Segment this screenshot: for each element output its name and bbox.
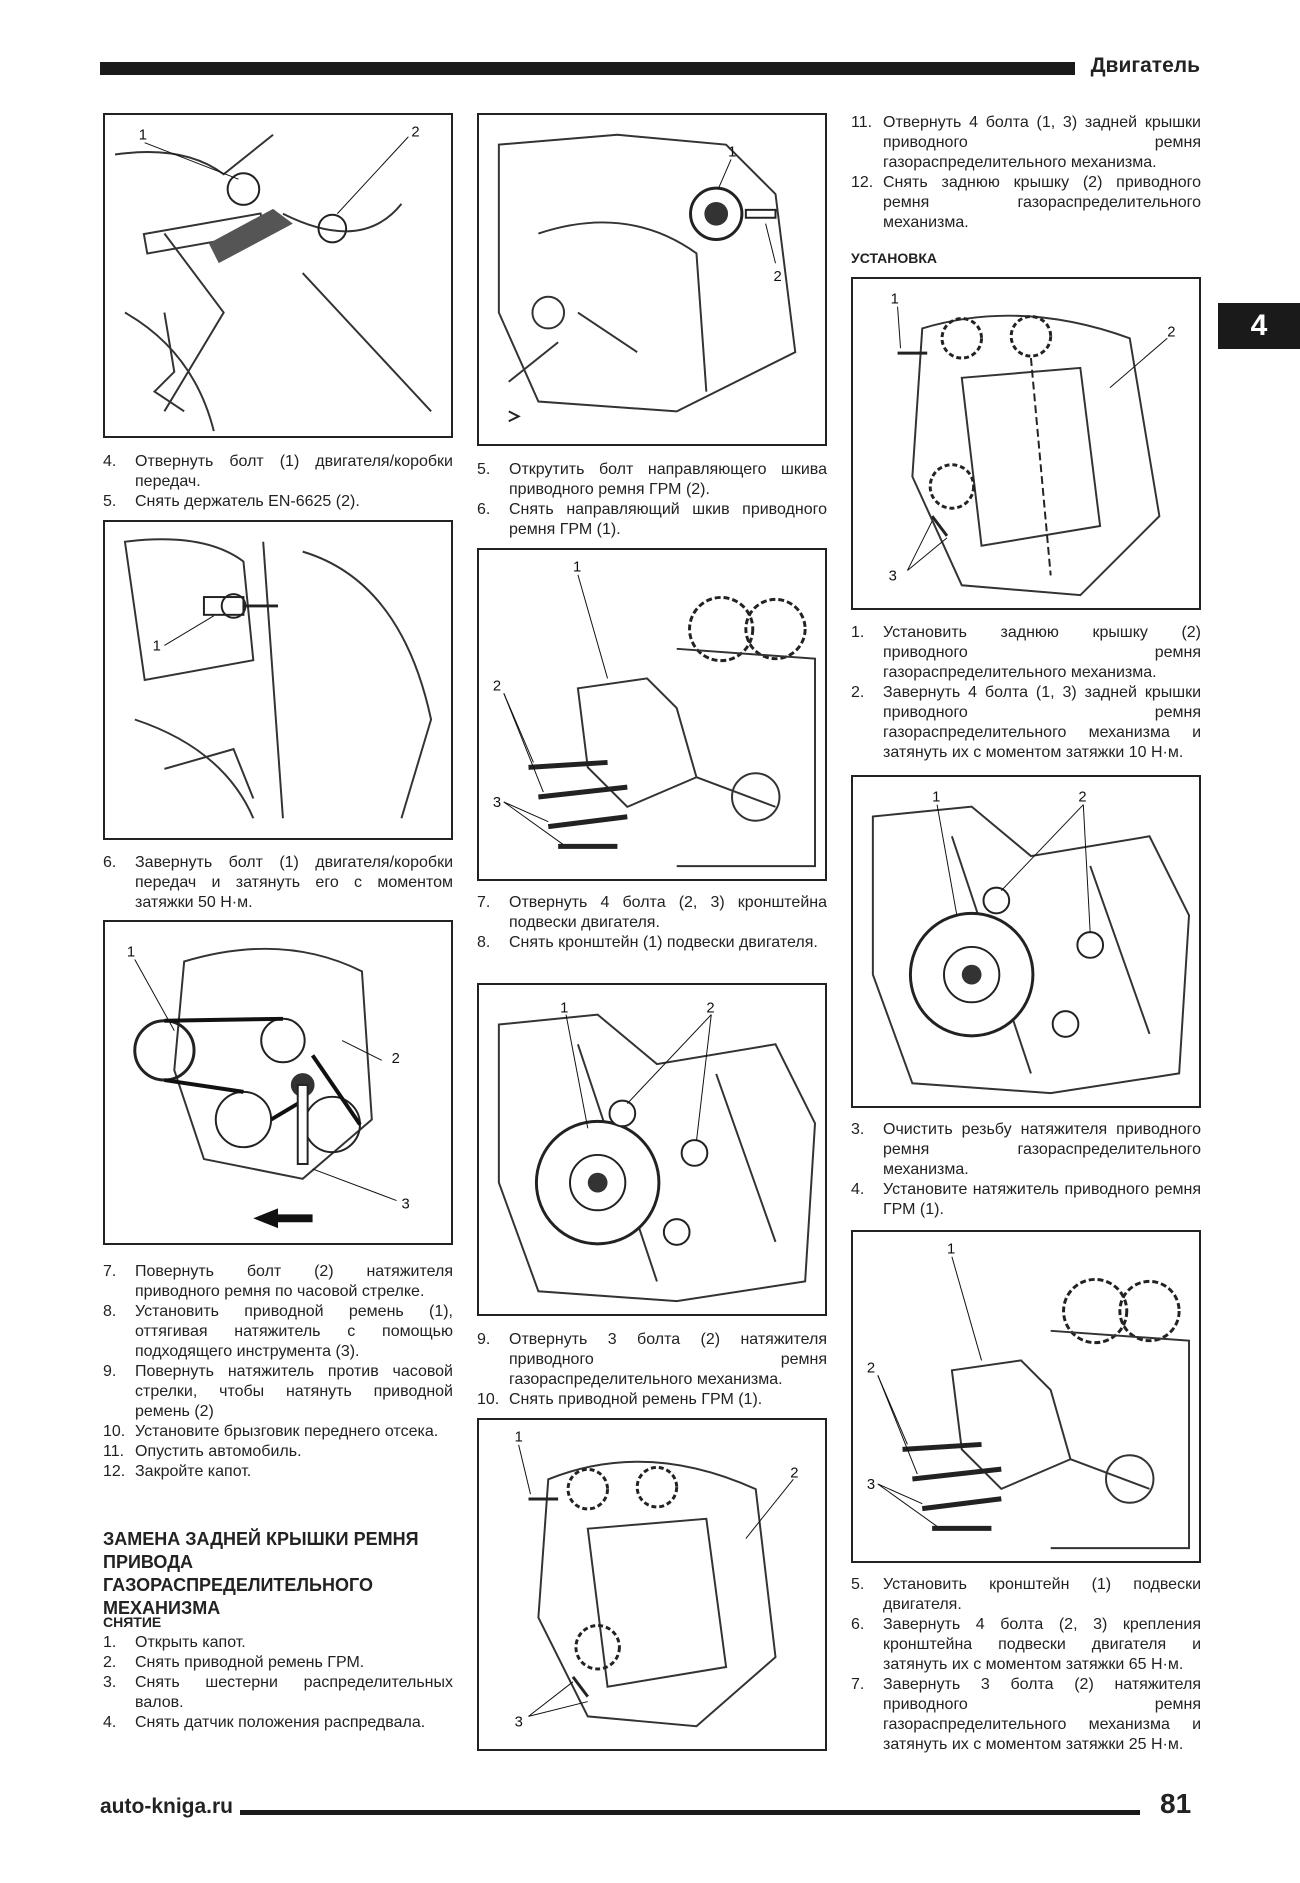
- list-item: 4.Установите натяжитель приводного ремня…: [851, 1181, 1201, 1218]
- footer-site-link[interactable]: auto-kniga.ru: [100, 1795, 234, 1818]
- figure-guide-pulley-drawing: 1 2: [497, 133, 797, 423]
- figure-tensioner-install-drawing: 1 2: [871, 790, 1191, 1095]
- list-item: 6.Завернуть 4 болта (2, 3) крепления кро…: [851, 1616, 1201, 1673]
- figure-tensioner-bolts-drawing: 1 2: [497, 1001, 817, 1303]
- figure-rear-cover-install: 1 2 3: [851, 277, 1201, 610]
- figure-rear-cover-removal-drawing: 1 2 3: [515, 1430, 799, 1731]
- callout-3: 3: [889, 568, 897, 584]
- figure-drive-belt: 1 2 3: [103, 920, 453, 1245]
- callout-2: 2: [790, 1465, 798, 1481]
- callout-1: 1: [127, 945, 135, 961]
- callout-2: 2: [774, 269, 782, 285]
- list-item: 9.Повернуть натяжитель против часовой ст…: [103, 1363, 453, 1420]
- list-item: 8.Снять кронштейн (1) подвески двигателя…: [477, 934, 818, 951]
- footer-rule: [240, 1810, 1140, 1815]
- callout-2: 2: [493, 678, 501, 694]
- list-item: 8.Установить приводной ремень (1), оттяг…: [103, 1303, 453, 1360]
- callout-2: 2: [392, 1051, 400, 1067]
- callout-1: 1: [728, 144, 736, 160]
- callout-2: 2: [706, 1001, 714, 1017]
- callout-1: 1: [515, 1430, 523, 1446]
- removal-subheading: СНЯТИЕ: [103, 1614, 162, 1630]
- list-item: 6.Завернуть болт (1) двигателя/коробки п…: [103, 854, 453, 911]
- list-item: 3.Очистить резьбу натяжителя приводного …: [851, 1121, 1201, 1178]
- callout-2: 2: [1078, 790, 1086, 806]
- steps-list: 7.Повернуть болт (2) натяжителя приводно…: [103, 1262, 453, 1482]
- callout-1: 1: [891, 292, 899, 308]
- steps-list: 11.Отвернуть 4 болта (1, 3) задней крышк…: [851, 113, 1201, 233]
- steps-list: 3.Очистить резьбу натяжителя приводного …: [851, 1120, 1201, 1220]
- callout-1: 1: [932, 790, 940, 806]
- figure-tensioner-install: 1 2: [851, 775, 1201, 1108]
- callout-1: 1: [560, 1001, 568, 1017]
- callout-1: 1: [153, 638, 161, 654]
- list-item: 10.Установите брызговик переднего отсека…: [103, 1423, 439, 1440]
- steps-list: 5.Открутить болт направляющего шкива при…: [477, 460, 827, 540]
- section-title: ЗАМЕНА ЗАДНЕЙ КРЫШКИ РЕМНЯ ПРИВОДА ГАЗОР…: [103, 1529, 419, 1618]
- list-item: 3.Снять шестерни распределительных валов…: [103, 1674, 453, 1711]
- list-item: 7.Отвернуть 4 болта (2, 3) кронштейна по…: [477, 894, 827, 931]
- list-item: 4.Отвернуть болт (1) двигателя/коробки п…: [103, 453, 453, 490]
- list-item: 6.Снять направляющий шкив приводного рем…: [477, 501, 827, 538]
- list-item: 10.Снять приводной ремень ГРМ (1).: [477, 1391, 763, 1408]
- list-item: 12.Снять заднюю крышку (2) приводного ре…: [851, 174, 1201, 231]
- steps-list: 7.Отвернуть 4 болта (2, 3) кронштейна по…: [477, 893, 827, 953]
- list-item: 7.Завернуть 3 болта (2) натяжителя приво…: [851, 1676, 1201, 1753]
- callout-1: 1: [139, 128, 147, 144]
- callout-3: 3: [401, 1196, 409, 1212]
- figure-mount-bracket-install: 1 2 3: [851, 1230, 1201, 1563]
- list-item: 1.Установить заднюю крышку (2) приводног…: [851, 624, 1201, 681]
- list-item: 9.Отвернуть 3 болта (2) натяжителя приво…: [477, 1331, 827, 1388]
- page-header-title: Двигатель: [1076, 54, 1200, 78]
- figure-bolt-holder: 1 2: [103, 113, 453, 438]
- figure-tensioner-bolts: 1 2: [477, 983, 827, 1316]
- steps-list: 9.Отвернуть 3 болта (2) натяжителя приво…: [477, 1330, 827, 1410]
- figure-engine-mount-bracket: 1 2 3: [477, 548, 827, 881]
- list-item: 2.Завернуть 4 болта (1, 3) задней крышки…: [851, 684, 1201, 761]
- list-item: 5.Открутить болт направляющего шкива при…: [477, 461, 827, 498]
- install-subheading: УСТАНОВКА: [851, 250, 938, 266]
- list-item: 5.Установить кронштейн (1) подвески двиг…: [851, 1576, 1201, 1613]
- callout-1: 1: [947, 1242, 955, 1258]
- figure-engine-mount-bracket-drawing: 1 2 3: [493, 560, 817, 868]
- callout-3: 3: [867, 1477, 875, 1493]
- figure-gearbox-bolt: 1: [103, 520, 453, 840]
- steps-list: 6.Завернуть болт (1) двигателя/коробки п…: [103, 853, 453, 913]
- list-item: 12.Закройте капот.: [103, 1463, 252, 1480]
- steps-list: 5.Установить кронштейн (1) подвески двиг…: [851, 1575, 1201, 1755]
- figure-guide-pulley: 1 2: [477, 113, 827, 446]
- list-item: 4.Снять датчик положения распредвала.: [103, 1714, 426, 1731]
- callout-3: 3: [515, 1714, 523, 1730]
- steps-list: 1.Открыть капот. 2.Снять приводной ремен…: [103, 1633, 453, 1733]
- header-rule: [100, 62, 1075, 75]
- callout-1: 1: [573, 560, 581, 576]
- list-item: 2.Снять приводной ремень ГРМ.: [103, 1654, 365, 1671]
- callout-3: 3: [493, 795, 501, 811]
- figure-mount-bracket-install-drawing: 1 2 3: [867, 1242, 1191, 1550]
- chapter-tab: 4: [1218, 303, 1300, 349]
- callout-2: 2: [1167, 324, 1175, 340]
- steps-list: 4.Отвернуть болт (1) двигателя/коробки п…: [103, 452, 453, 512]
- list-item: 11.Опустить автомобиль.: [103, 1443, 302, 1460]
- figure-rear-cover-removal: 1 2 3: [477, 1418, 827, 1751]
- list-item: 11.Отвернуть 4 болта (1, 3) задней крышк…: [851, 114, 1201, 171]
- figure-gearbox-bolt-drawing: 1: [123, 538, 433, 819]
- list-item: 7.Повернуть болт (2) натяжителя приводно…: [103, 1263, 453, 1300]
- callout-2: 2: [411, 125, 419, 141]
- list-item: 5.Снять держатель EN-6625 (2).: [103, 493, 360, 510]
- figure-drive-belt-drawing: 1 2 3: [127, 945, 410, 1229]
- figure-bolt-holder-drawing: 1 2: [114, 125, 432, 432]
- list-item: 1.Открыть капот.: [103, 1634, 246, 1651]
- page-number: 81: [1160, 1788, 1192, 1819]
- steps-list: 1.Установить заднюю крышку (2) приводног…: [851, 623, 1201, 763]
- figure-rear-cover-install-drawing: 1 2 3: [889, 292, 1176, 597]
- callout-2: 2: [867, 1360, 875, 1376]
